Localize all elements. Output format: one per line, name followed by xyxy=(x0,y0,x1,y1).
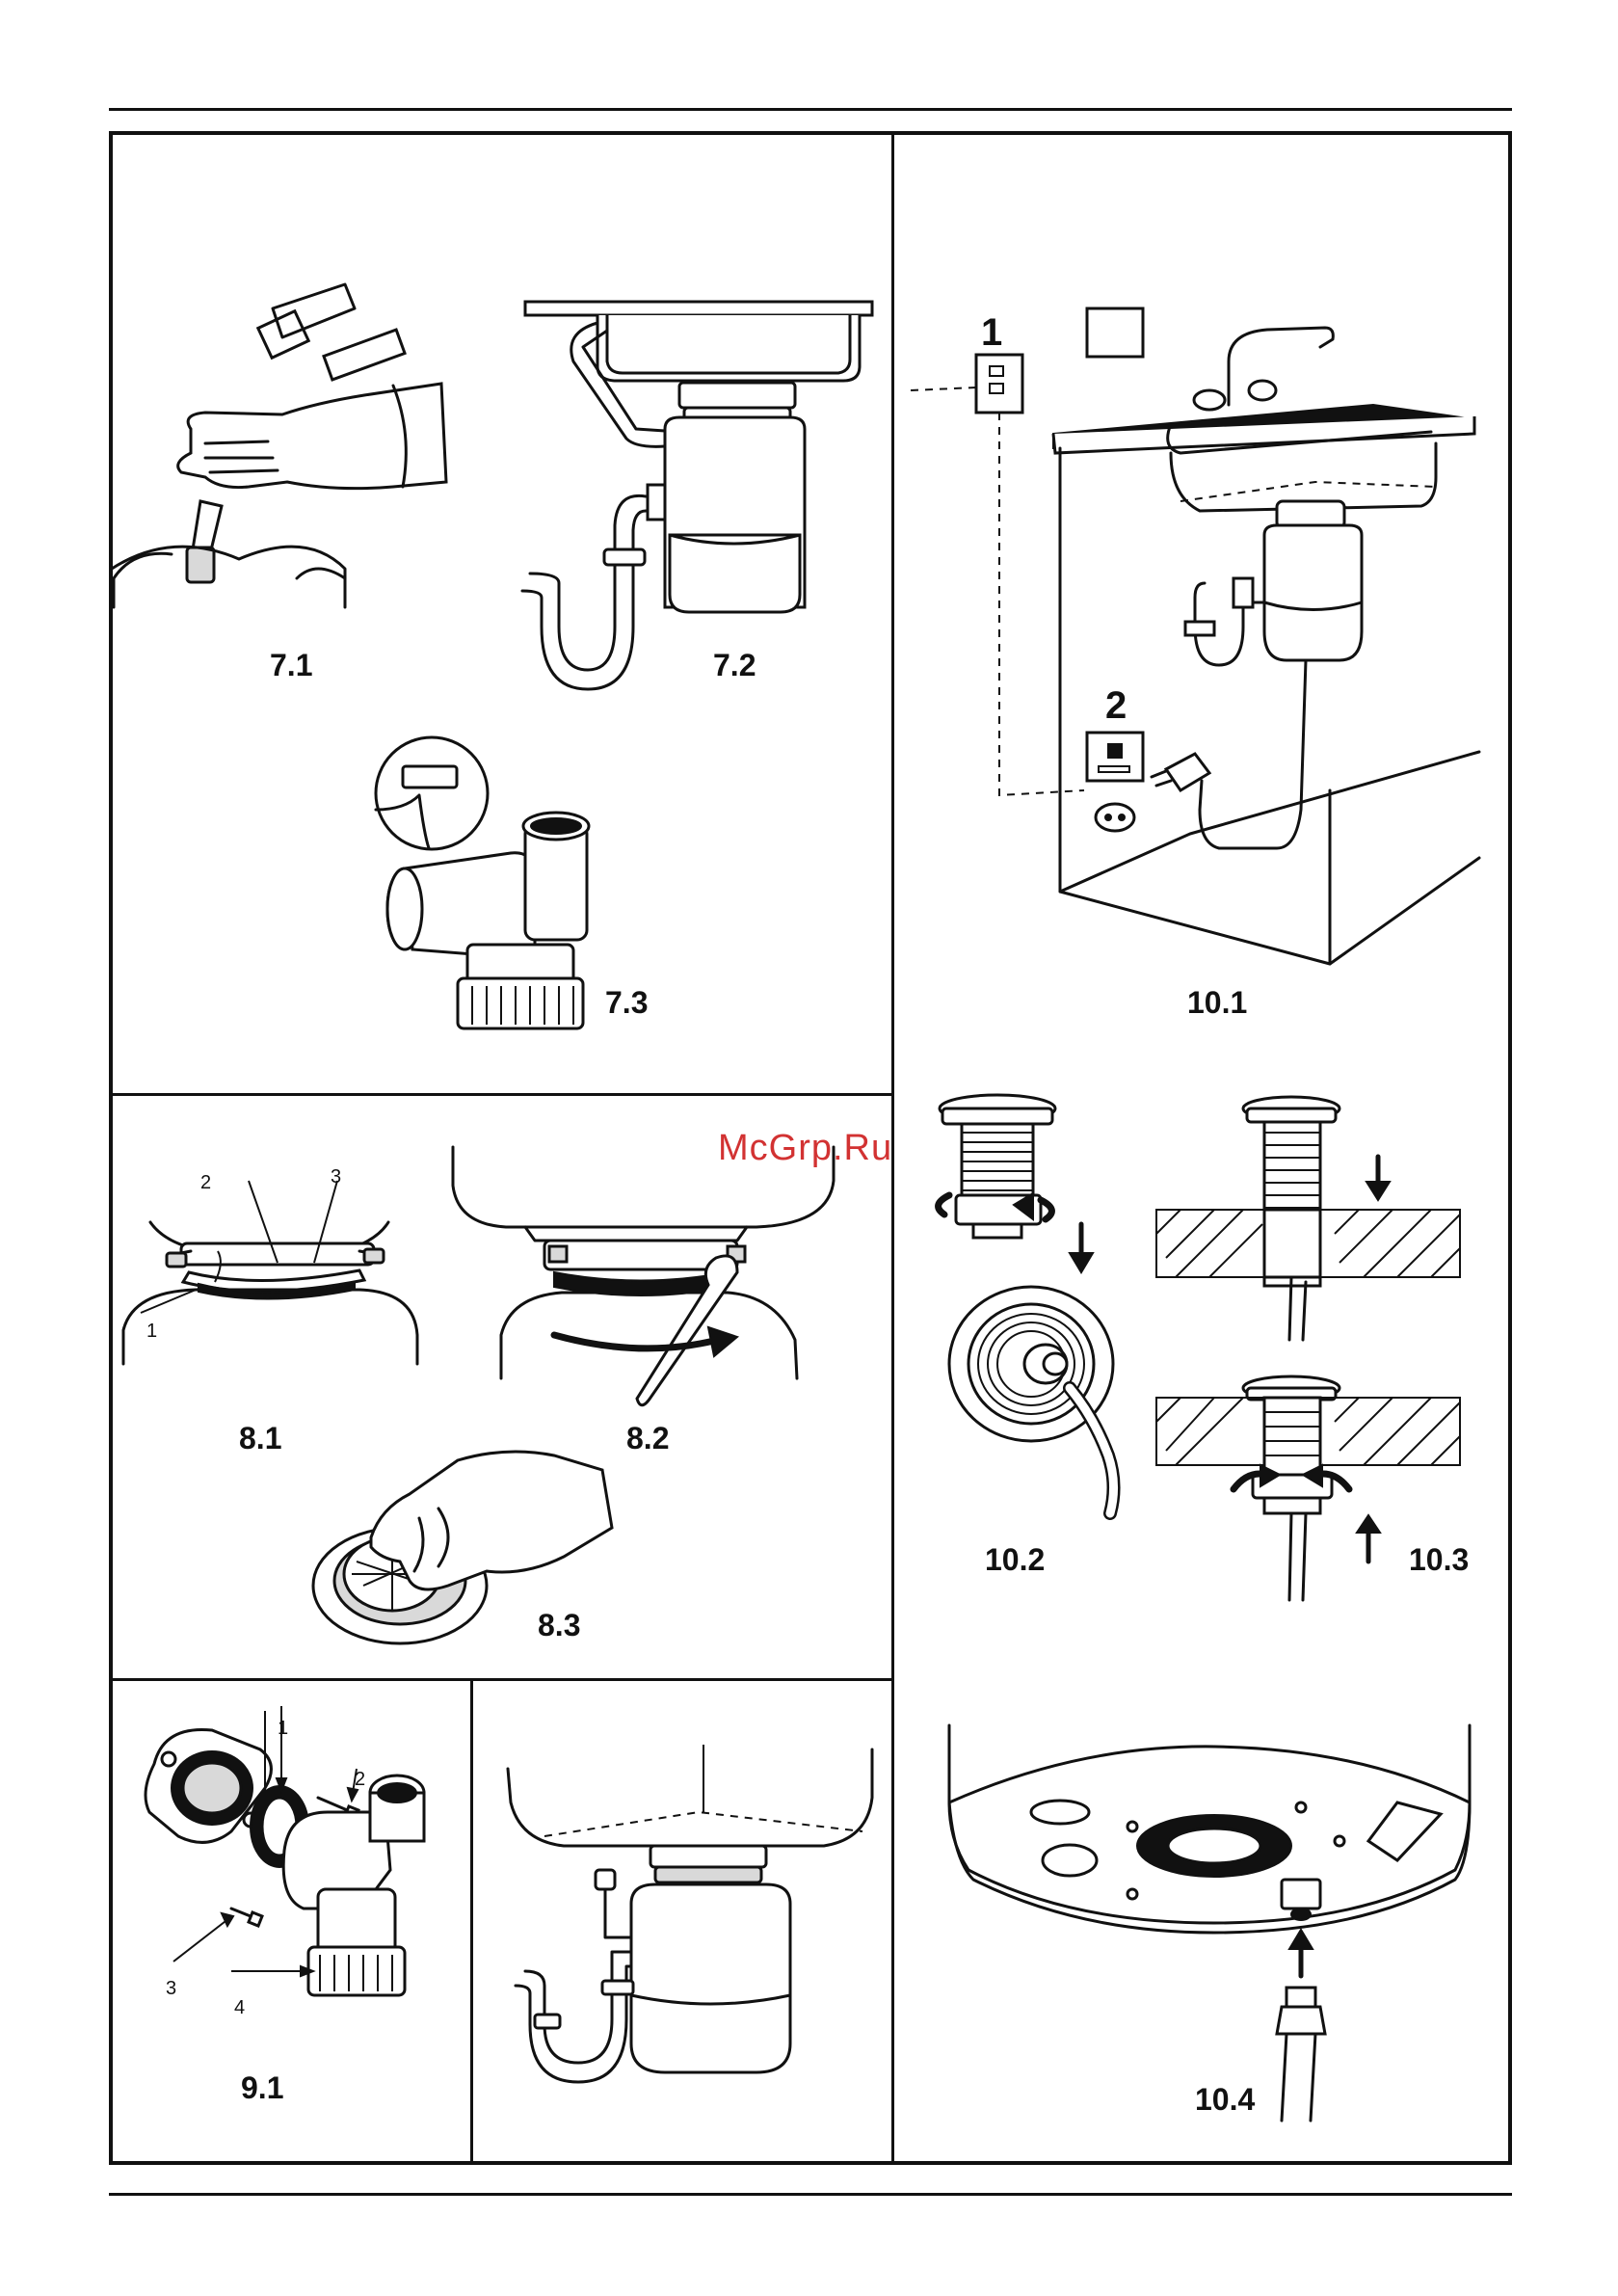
callout-9-1-two: 2 xyxy=(355,1769,365,1791)
callout-8-1-two: 2 xyxy=(200,1172,211,1194)
top-rule xyxy=(109,108,1512,111)
watermark-text: McGrp.Ru xyxy=(718,1128,892,1169)
figure-label-9-1: 9.1 xyxy=(241,2070,283,2106)
figure-label-8-2: 8.2 xyxy=(626,1421,669,1456)
callout-8-1-three: 3 xyxy=(331,1166,341,1188)
divider-left-lower xyxy=(109,1678,893,1681)
callout-9-1-four: 4 xyxy=(234,1997,245,2019)
figure-label-10-2: 10.2 xyxy=(985,1542,1045,1578)
callout-9-1-three: 3 xyxy=(166,1978,176,2000)
callout-9-1-one: 1 xyxy=(278,1718,288,1740)
callout-socket-2: 2 xyxy=(1105,684,1127,728)
bottom-rule xyxy=(109,2193,1512,2196)
figure-label-8-1: 8.1 xyxy=(239,1421,281,1456)
divider-left-upper xyxy=(109,1093,893,1096)
callout-switch-1: 1 xyxy=(981,311,1002,355)
figure-label-7-1: 7.1 xyxy=(270,648,312,683)
divider-vertical-bottom xyxy=(470,1678,473,2165)
figure-label-10-1: 10.1 xyxy=(1187,985,1247,1021)
callout-8-1-one: 1 xyxy=(146,1321,157,1343)
figure-label-7-2: 7.2 xyxy=(713,648,756,683)
figure-label-7-3: 7.3 xyxy=(605,985,648,1021)
figure-label-8-3: 8.3 xyxy=(538,1608,580,1643)
figure-label-10-4: 10.4 xyxy=(1195,2082,1255,2118)
figure-label-10-3: 10.3 xyxy=(1409,1542,1469,1578)
